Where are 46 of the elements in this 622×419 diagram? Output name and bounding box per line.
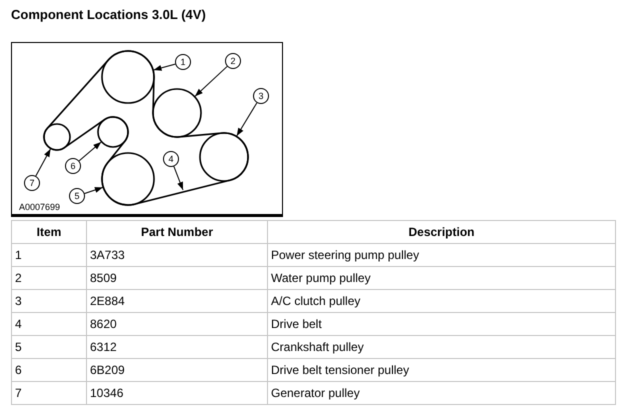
callout-number: 6 bbox=[65, 158, 81, 174]
callout-number: 5 bbox=[69, 188, 85, 204]
leader-arrow bbox=[35, 148, 52, 176]
item-number: 6 bbox=[12, 358, 86, 382]
part-description: Water pump pulley bbox=[268, 266, 616, 290]
part-number: 8620 bbox=[86, 312, 268, 336]
pulley bbox=[199, 132, 249, 182]
leader-arrow bbox=[153, 64, 176, 71]
part-description: Crankshaft pulley bbox=[268, 336, 616, 358]
part-description: Generator pulley bbox=[268, 382, 616, 404]
callout-number: 4 bbox=[163, 151, 179, 167]
figure-id: A0007699 bbox=[19, 202, 60, 212]
part-description: Drive belt bbox=[268, 312, 616, 336]
item-number: 1 bbox=[12, 244, 86, 266]
part-number: 3A733 bbox=[86, 244, 268, 266]
pulley bbox=[101, 152, 155, 206]
part-description: A/C clutch pulley bbox=[268, 290, 616, 312]
leader-arrow bbox=[194, 66, 228, 97]
leader-arrow bbox=[84, 186, 104, 194]
part-number: 8509 bbox=[86, 266, 268, 290]
column-header: Part Number bbox=[86, 220, 268, 244]
pulley bbox=[97, 116, 129, 148]
part-number: 6312 bbox=[86, 336, 268, 358]
part-number: 10346 bbox=[86, 382, 268, 404]
page-title: Component Locations 3.0L (4V) bbox=[11, 7, 206, 22]
item-number: 4 bbox=[12, 312, 86, 336]
pulley bbox=[43, 123, 71, 151]
callout-number: 1 bbox=[175, 54, 191, 70]
leader-arrow bbox=[78, 142, 102, 162]
callout-number: 2 bbox=[225, 53, 241, 69]
leader-arrow bbox=[173, 166, 184, 190]
part-description: Power steering pump pulley bbox=[268, 244, 616, 266]
pulley bbox=[152, 88, 202, 138]
item-number: 7 bbox=[12, 382, 86, 404]
item-number: 2 bbox=[12, 266, 86, 290]
part-description: Drive belt tensioner pulley bbox=[268, 358, 616, 382]
item-number: 5 bbox=[12, 336, 86, 358]
callout-number: 3 bbox=[253, 88, 269, 104]
part-number: 2E884 bbox=[86, 290, 268, 312]
item-number: 3 bbox=[12, 290, 86, 312]
leader-arrow bbox=[236, 102, 258, 137]
column-header: Description bbox=[268, 220, 616, 244]
callout-number: 7 bbox=[24, 175, 40, 191]
column-header: Item bbox=[12, 220, 86, 244]
pulley bbox=[101, 50, 155, 104]
part-number: 6B209 bbox=[86, 358, 268, 382]
